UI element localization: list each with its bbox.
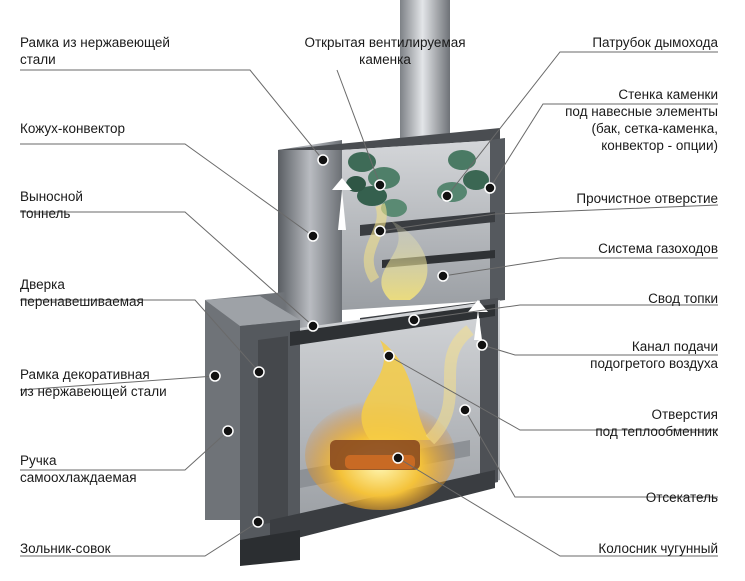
label-heater-wall: Стенка каменки под навесные элементы (ба…: [565, 87, 718, 153]
label-air-channel: Канал подачи подогретого воздуха: [590, 339, 718, 371]
label-decor-frame: Рамка декоративная из нержавеющей стали: [20, 367, 167, 399]
label-gas-ducts: Система газоходов: [598, 241, 718, 256]
label-ash-pan: Зольник-совок: [20, 541, 111, 556]
label-door: Дверка перенавешиваемая: [20, 277, 144, 309]
label-chimney-pipe: Патрубок дымохода: [592, 35, 718, 50]
leader-dots: [209, 154, 496, 528]
airflow-arrows: [332, 178, 488, 340]
label-tunnel: Выносной тоннель: [20, 189, 83, 221]
label-open-heater: Открытая вентилируемая каменка: [304, 35, 466, 67]
label-handle: Ручка самоохлаждаемая: [20, 453, 137, 485]
label-frame-steel: Рамка из нержавеющей стали: [20, 35, 170, 67]
leader-lines: [19, 51, 719, 557]
label-grate: Колосник чугунный: [598, 541, 718, 556]
label-cleanout: Прочистное отверстие: [576, 191, 718, 206]
label-casing-convector: Кожух-конвектор: [20, 121, 126, 136]
label-heat-exchanger-holes: Отверстия под теплообменник: [595, 407, 718, 439]
fire-shape: [305, 203, 474, 510]
label-firebox-vault: Свод топки: [648, 291, 718, 306]
label-cutoff: Отсекатель: [645, 490, 718, 505]
